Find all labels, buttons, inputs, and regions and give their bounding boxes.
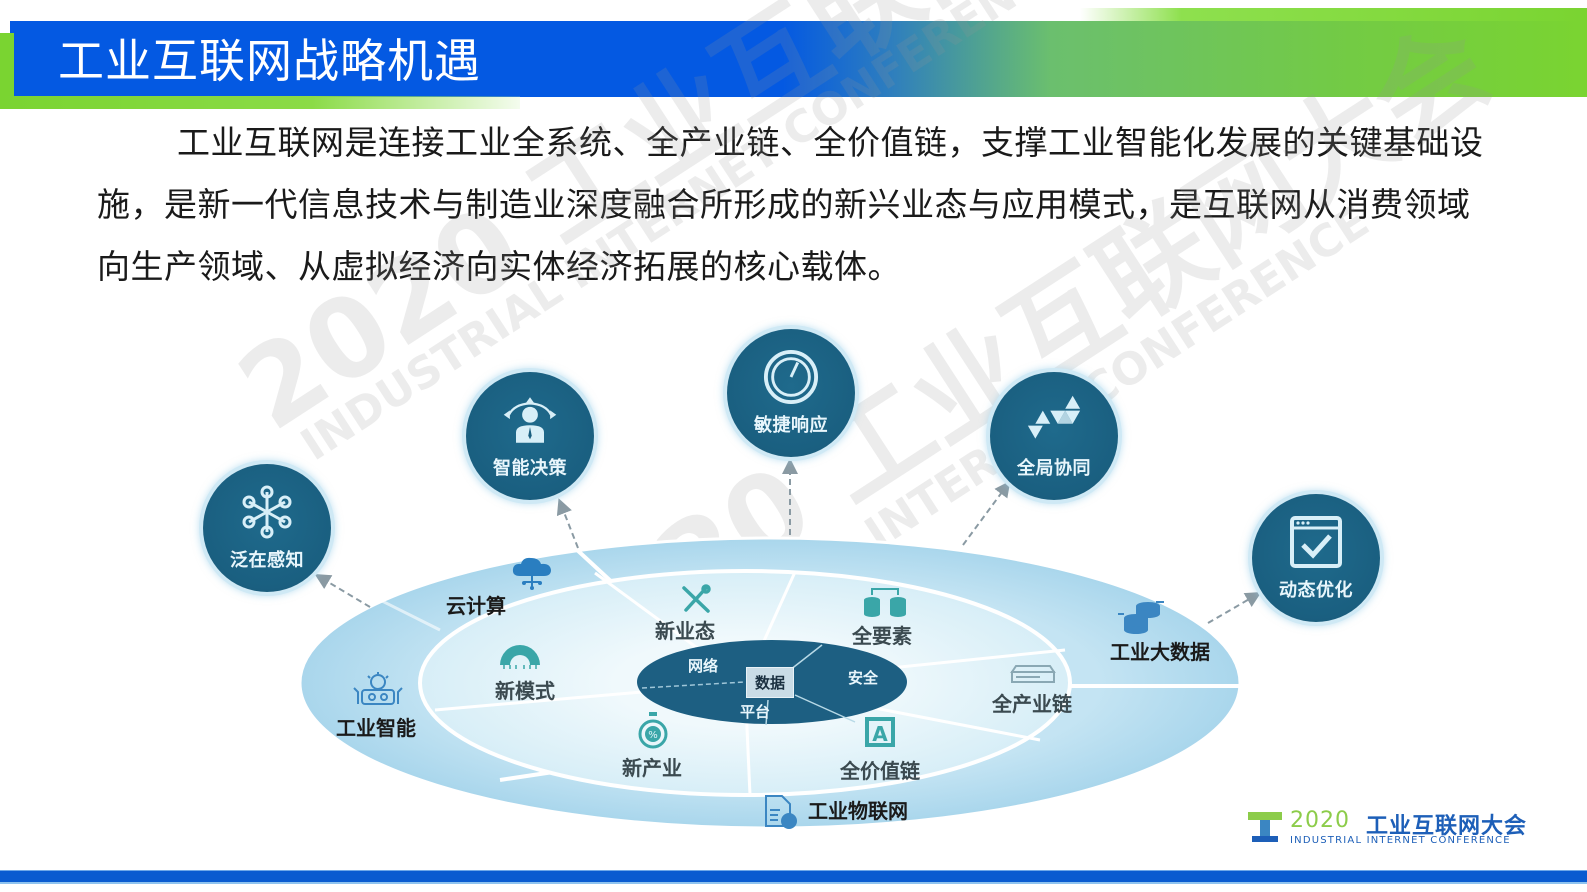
svg-text:%: % xyxy=(648,730,658,741)
logo-year: 2020 xyxy=(1290,808,1350,833)
core-label-data: 数据 xyxy=(746,667,795,698)
letter-a-icon: A xyxy=(864,716,896,752)
logo-name: 工业互联网大会 xyxy=(1366,814,1528,839)
protractor-icon xyxy=(498,641,542,673)
middle-ring-label: 新产业 xyxy=(622,756,682,780)
core-label-security: 安全 xyxy=(848,669,879,687)
middle-ring-label: 全产业链 xyxy=(992,692,1072,716)
middle-ring-label: 全价值链 xyxy=(840,759,920,783)
svg-text:A: A xyxy=(872,722,888,746)
conference-logo: 2020 工业互联网大会 INDUSTRIAL INTERNET CONFERE… xyxy=(1248,808,1528,848)
logo-mark-icon xyxy=(1248,810,1282,844)
document-globe-icon xyxy=(762,794,798,834)
decision-person-icon xyxy=(502,392,558,448)
logo-subtitle: INDUSTRIAL INTERNET CONFERENCE xyxy=(1290,835,1511,846)
stopwatch-percent-icon: % xyxy=(637,712,669,754)
tools-icon xyxy=(680,584,712,618)
capability-label: 动态优化 xyxy=(1279,580,1353,601)
outer-ring-label: 工业大数据 xyxy=(1110,640,1210,664)
capability-node-intelligent-decision: 智能决策 xyxy=(466,372,594,500)
header-green-accent-left xyxy=(0,33,14,107)
gauge-icon xyxy=(763,349,819,405)
network-hub-icon xyxy=(239,484,295,540)
core-label-platform: 平台 xyxy=(740,703,771,721)
outer-ring-label: 云计算 xyxy=(446,594,506,618)
core-label-network: 网络 xyxy=(688,657,719,675)
outer-ring-label: 工业物联网 xyxy=(808,799,908,823)
checkbox-window-icon xyxy=(1288,514,1344,570)
page-title: 工业互联网战略机遇 xyxy=(58,34,481,88)
linked-databases-icon xyxy=(862,586,908,624)
header-bar xyxy=(10,21,1587,97)
capability-node-global-collaboration: 全局协同 xyxy=(990,372,1118,500)
footer-bar xyxy=(0,870,1587,884)
capability-label: 敏捷响应 xyxy=(754,415,828,436)
intro-paragraph: 工业互联网是连接工业全系统、全产业链、全价值链，支撑工业智能化发展的关键基础设施… xyxy=(97,123,1484,286)
capability-node-ubiquitous-sensing: 泛在感知 xyxy=(203,464,331,592)
capability-label: 智能决策 xyxy=(493,458,567,479)
outer-ring-label: 工业智能 xyxy=(336,716,416,740)
cloud-icon xyxy=(510,556,554,594)
header-green-accent-under xyxy=(0,96,520,109)
database-icon xyxy=(1116,600,1166,640)
middle-ring-label: 新模式 xyxy=(495,679,555,703)
capability-node-dynamic-optimization: 动态优化 xyxy=(1252,494,1380,622)
capability-node-agile-response: 敏捷响应 xyxy=(727,329,855,457)
middle-ring-label: 全要素 xyxy=(852,624,912,648)
triangles-icon xyxy=(1026,392,1082,448)
server-rack-icon xyxy=(1010,662,1056,688)
capability-label: 泛在感知 xyxy=(230,550,304,571)
capability-label: 全局协同 xyxy=(1017,458,1091,479)
middle-ring-label: 新业态 xyxy=(655,619,715,643)
lightbulb-brain-icon xyxy=(352,672,404,712)
